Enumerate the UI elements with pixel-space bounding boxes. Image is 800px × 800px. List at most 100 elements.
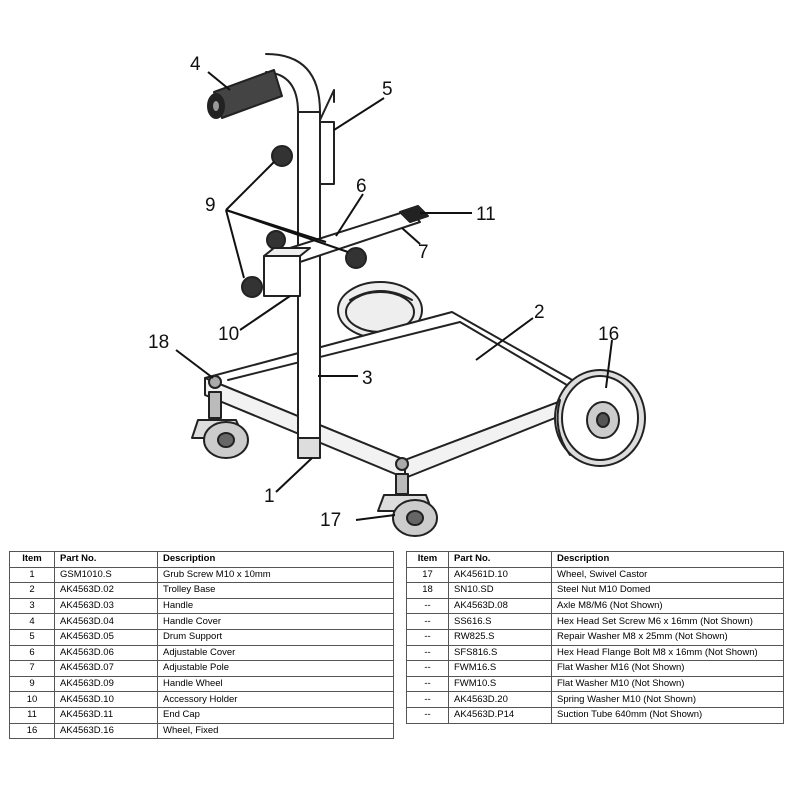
item-cell: -- — [406, 706, 449, 724]
handle-pole — [265, 53, 321, 459]
callout-10: 10 — [218, 324, 239, 345]
part-no-cell: AK4563D.05 — [54, 628, 158, 646]
description-cell: Steel Nut M10 Domed — [551, 582, 784, 599]
description-cell: Grub Screw M10 x 10mm — [157, 566, 394, 584]
callout-3: 3 — [362, 368, 373, 389]
description-cell: Drum Support — [157, 628, 394, 646]
item-cell: 3 — [9, 597, 55, 615]
item-cell: 4 — [9, 613, 55, 630]
callout-5: 5 — [382, 79, 393, 100]
item-cell: -- — [406, 628, 449, 646]
part-no-cell: GSM1010.S — [54, 566, 158, 584]
description-cell: Adjustable Pole — [157, 660, 394, 677]
callout-4: 4 — [190, 54, 201, 75]
item-cell: 1 — [9, 566, 55, 584]
trolley-base — [204, 311, 591, 479]
description-cell: Flat Washer M10 (Not Shown) — [551, 675, 784, 693]
column-header-item: Item — [9, 551, 55, 568]
callout-labels: 4 5 6 11 9 7 10 2 16 18 3 1 17 — [148, 54, 619, 531]
table-header-row: Item Part No. Description — [406, 551, 784, 568]
drum-support — [319, 89, 335, 185]
callout-16: 16 — [598, 324, 619, 345]
accessory-holder — [263, 247, 311, 297]
part-no-cell: AK4563D.06 — [54, 644, 158, 662]
item-cell: 16 — [9, 722, 55, 740]
item-cell: 2 — [9, 582, 55, 599]
item-cell: -- — [406, 613, 449, 630]
part-no-cell: SS616.S — [448, 613, 552, 630]
description-cell: Hex Head Set Screw M6 x 16mm (Not Shown) — [551, 613, 784, 630]
part-no-cell: AK4563D.04 — [54, 613, 158, 630]
item-cell: 9 — [9, 675, 55, 693]
description-cell: Trolley Base — [157, 582, 394, 599]
leader-lines — [175, 71, 613, 521]
item-cell: -- — [406, 691, 449, 708]
description-cell: Flat Washer M16 (Not Shown) — [551, 660, 784, 677]
fixed-wheel — [554, 369, 646, 467]
description-cell: End Cap — [157, 706, 394, 724]
part-no-cell: AK4563D.10 — [54, 691, 158, 708]
description-cell: Handle Cover — [157, 613, 394, 630]
callout-18: 18 — [148, 332, 169, 353]
item-cell: 6 — [9, 644, 55, 662]
part-no-cell: AK4563D.16 — [54, 722, 158, 740]
handle-cover — [207, 69, 283, 119]
item-cell: 10 — [9, 691, 55, 708]
part-no-cell: AK4563D.07 — [54, 660, 158, 677]
handle-wheels — [241, 145, 367, 298]
column-header-description: Description — [551, 551, 784, 568]
part-no-cell: SFS816.S — [448, 644, 552, 662]
part-no-cell: AK4563D.03 — [54, 597, 158, 615]
item-cell: -- — [406, 660, 449, 677]
part-no-cell: AK4563D.20 — [448, 691, 552, 708]
item-cell: 17 — [406, 566, 449, 584]
part-no-cell: AK4563D.08 — [448, 597, 552, 615]
description-cell: Handle Wheel — [157, 675, 394, 693]
callout-6: 6 — [356, 176, 367, 197]
description-cell: Wheel, Swivel Castor — [551, 566, 784, 584]
item-cell: -- — [406, 675, 449, 693]
callout-2: 2 — [534, 302, 545, 323]
part-no-cell: FWM16.S — [448, 660, 552, 677]
table-header-row: Item Part No. Description — [9, 551, 394, 568]
part-no-cell: AK4563D.P14 — [448, 706, 552, 724]
part-no-cell: SN10.SD — [448, 582, 552, 599]
column-header-description: Description — [157, 551, 394, 568]
description-cell: Spring Washer M10 (Not Shown) — [551, 691, 784, 708]
description-cell: Suction Tube 640mm (Not Shown) — [551, 706, 784, 724]
callout-1: 1 — [264, 486, 275, 507]
part-no-cell: AK4563D.02 — [54, 582, 158, 599]
part-no-cell: FWM10.S — [448, 675, 552, 693]
part-no-cell: AK4563D.09 — [54, 675, 158, 693]
description-cell: Axle M8/M6 (Not Shown) — [551, 597, 784, 615]
part-no-cell: AK4563D.11 — [54, 706, 158, 724]
column-header-part-no: Part No. — [54, 551, 158, 568]
callout-7: 7 — [418, 242, 429, 263]
description-cell: Repair Washer M8 x 25mm (Not Shown) — [551, 628, 784, 646]
item-cell: -- — [406, 644, 449, 662]
part-no-cell: RW825.S — [448, 628, 552, 646]
swivel-castor-front — [377, 473, 438, 537]
item-cell: 18 — [406, 582, 449, 599]
description-cell: Handle — [157, 597, 394, 615]
